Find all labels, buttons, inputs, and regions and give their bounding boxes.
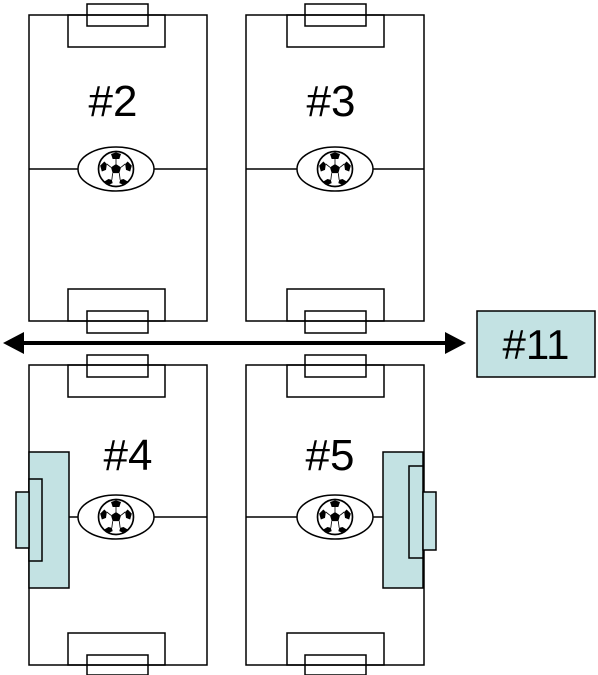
arrow-head-left (3, 332, 24, 354)
field-2: #2 (28, 3, 208, 334)
arrow-head-right (445, 332, 466, 354)
penalty-area-bottom (67, 288, 166, 322)
goal-area-top (304, 354, 367, 378)
goal-area-top (86, 354, 149, 378)
goal-area-bottom (86, 310, 149, 334)
penalty-area-top (67, 364, 166, 398)
soccer-ball-icon (316, 498, 354, 536)
label-box (476, 310, 596, 378)
highlighted-goal-area-right (408, 465, 424, 559)
arrow-label: #11 (503, 321, 570, 368)
highlighted-goal-area-left (28, 478, 43, 562)
field-4: #4 (15, 354, 208, 675)
soccer-ball-icon (316, 150, 354, 188)
soccer-ball-icon (97, 150, 135, 188)
field-5: #5 (245, 354, 437, 675)
field-label: #2 (89, 77, 138, 126)
field-label: #3 (307, 77, 356, 126)
arrow-label-box: #11 (476, 310, 596, 378)
highlighted-goal-left (15, 491, 30, 549)
goal-area-top (86, 3, 149, 27)
double-headed-arrow (3, 332, 466, 354)
goal-area-top (304, 3, 367, 27)
penalty-area-bottom (67, 632, 166, 666)
field-label: #4 (104, 431, 153, 480)
highlighted-penalty-area-left (28, 451, 70, 589)
penalty-area-bottom (286, 288, 385, 322)
penalty-area-top (286, 14, 385, 48)
goal-area-bottom (304, 310, 367, 334)
penalty-area-top (286, 364, 385, 398)
field-label: #5 (306, 431, 355, 480)
goal-area-bottom (86, 654, 149, 675)
highlighted-goal-right (422, 491, 437, 551)
penalty-area-bottom (286, 632, 385, 666)
penalty-area-top (67, 14, 166, 48)
soccer-ball-icon (97, 498, 135, 536)
goal-area-bottom (304, 654, 367, 675)
field-3: #3 (245, 3, 425, 334)
